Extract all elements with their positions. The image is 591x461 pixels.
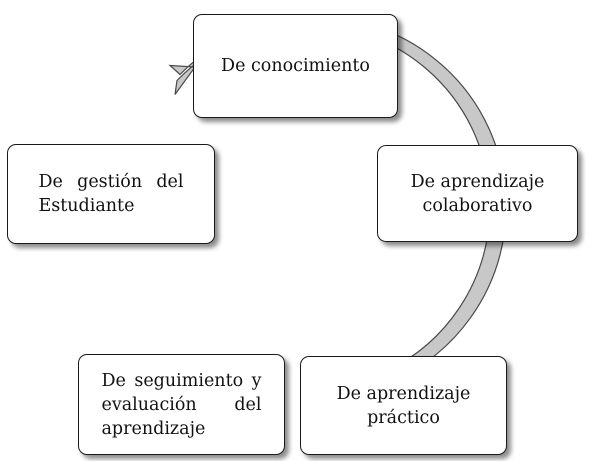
- node-seguimiento-evaluacion: De seguimiento y evaluación del aprendiz…: [78, 354, 285, 455]
- node-label: De aprendizaje colaborativo: [410, 171, 545, 216]
- node-aprendizaje-colaborativo: De aprendizaje colaborativo: [377, 145, 578, 242]
- node-label: De gestión del Estudiante: [38, 172, 184, 216]
- node-aprendizaje-practico: De aprendizaje práctico: [300, 356, 507, 455]
- node-gestion-estudiante: De gestión del Estudiante: [7, 144, 215, 244]
- node-label: De seguimiento y evaluación del aprendiz…: [101, 370, 262, 439]
- node-label: De aprendizaje práctico: [336, 383, 471, 428]
- node-label: De conocimiento: [221, 56, 370, 76]
- node-conocimiento: De conocimiento: [193, 14, 398, 118]
